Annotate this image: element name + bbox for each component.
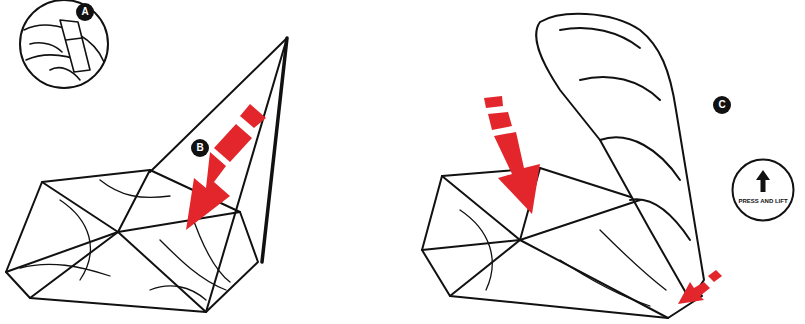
callout-letter: B: [196, 143, 203, 153]
callout-badge: B: [191, 139, 209, 157]
press-circle: [731, 158, 795, 222]
detail-inset: [20, 0, 108, 88]
up-arrow: [756, 170, 770, 192]
press-and-lift-symbol: PRESS AND LIFT: [731, 158, 795, 222]
playpen-frame-left: [6, 38, 287, 312]
callout-letter: C: [718, 100, 725, 110]
press-arrow: [678, 282, 710, 304]
arrow-dash: [708, 270, 722, 282]
instruction-text: PRESS AND LIFT: [738, 198, 787, 205]
arrow-dash: [488, 112, 512, 130]
arrow-dash: [214, 124, 252, 162]
callout-badge: C: [713, 96, 731, 114]
fold-arrow: [494, 132, 540, 214]
fold-arrow: [186, 152, 230, 230]
fold-arrows: [186, 96, 722, 304]
arrow-dash: [240, 104, 266, 128]
callout-badge: A: [76, 3, 94, 21]
callout-letter: A: [81, 7, 88, 17]
inset-drawing: [24, 20, 104, 80]
playpen-frame-right: [422, 14, 704, 318]
arrow-dash: [484, 96, 503, 108]
